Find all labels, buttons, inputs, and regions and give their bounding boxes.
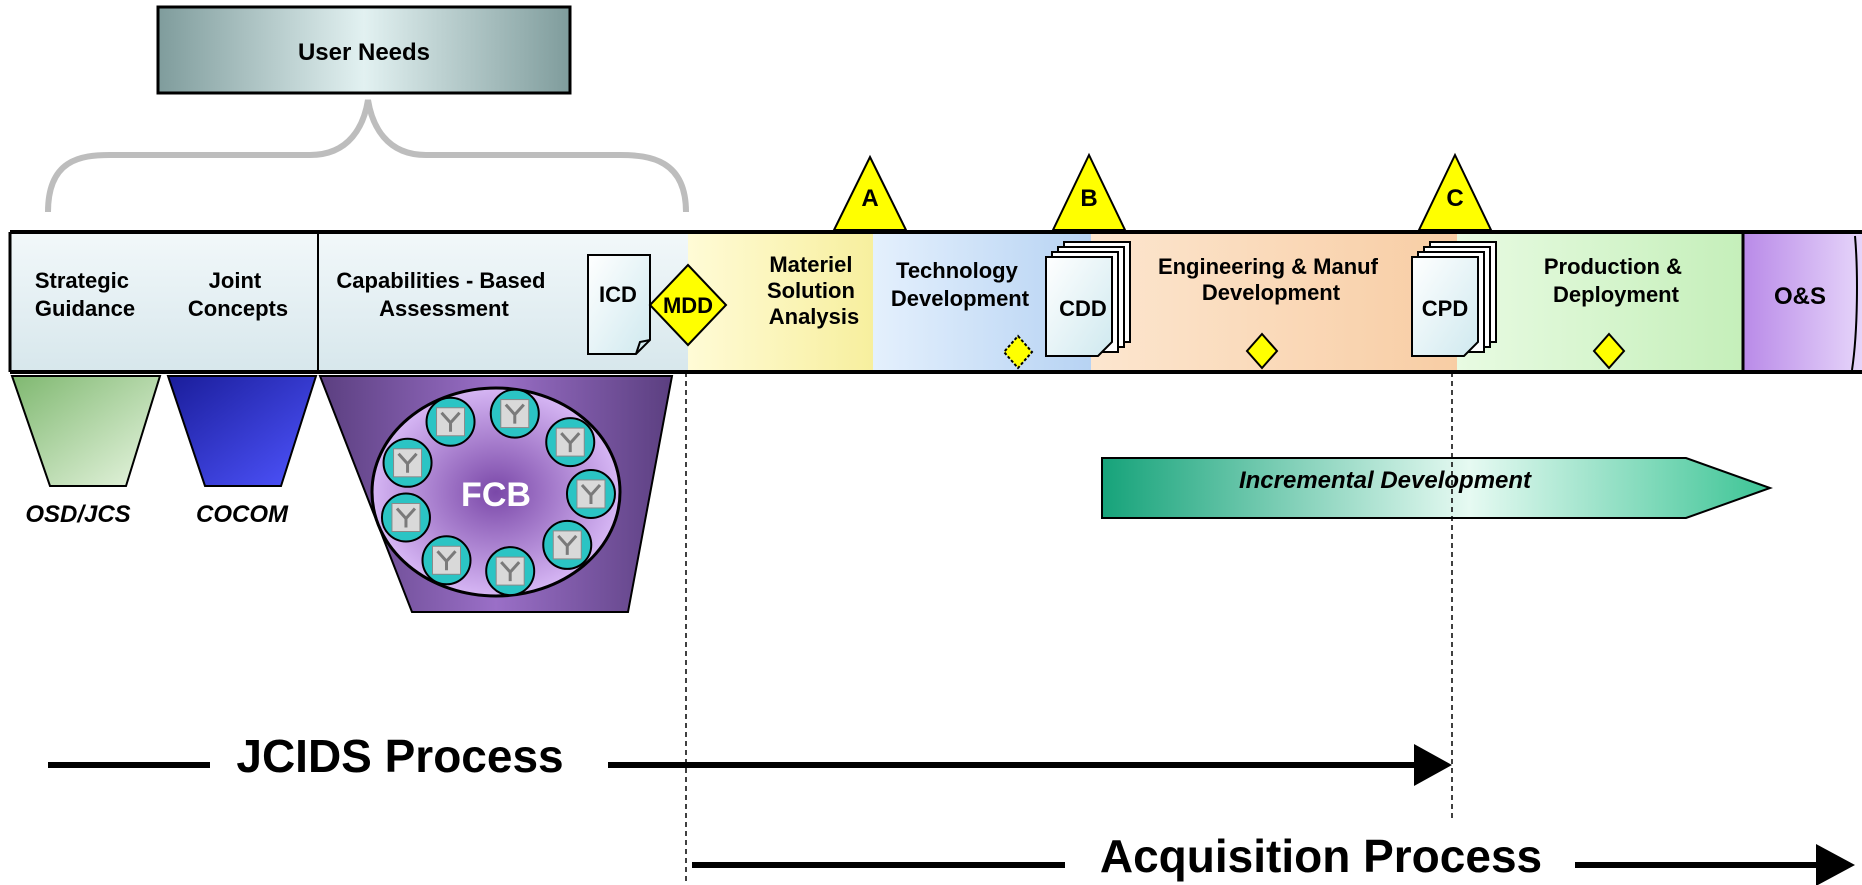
user-needs-bracket [45,99,689,213]
fcb-circle: FCB [370,386,622,598]
milestone-b: B [1051,152,1127,231]
fcb-member-seal-icon [485,546,536,597]
user-needs-label: User Needs [298,39,430,66]
osd-funnel [10,375,162,487]
fcb-member-seal-icon [421,535,472,586]
pd-review-diamond [1592,332,1626,370]
os-label: O&S [1774,283,1826,310]
milestone-a: A [832,154,908,231]
fcb-member-seal-icon [489,388,540,439]
fcb-member-seal-icon [542,519,593,570]
msa-label: Materiel Solution Analysis [767,252,861,329]
os-phase [1743,232,1862,372]
td-review-diamond [1002,334,1034,370]
mdd-decision: MDD [648,263,728,347]
cdd-document: CDD [1045,241,1131,357]
milestone-a-label: A [861,185,878,212]
fcb-member-seal-icon [565,468,616,519]
acquisition-process-label: Acquisition Process [1100,830,1542,882]
incremental-label: Incremental Development [1239,467,1532,494]
td-label: Technology Development [891,258,1030,311]
fcb-member-seal-icon [425,396,476,447]
fcb-member-seal-icon [545,417,596,468]
milestone-b-label: B [1080,185,1097,212]
incremental-development-arrow: Incremental Development [1101,457,1773,519]
jcids-process-label: JCIDS Process [236,730,563,782]
milestone-c-label: C [1446,185,1463,212]
jcids-band [10,232,688,372]
emd-label: Engineering & Manuf Development [1158,254,1384,305]
fcb-member-seal-icon [380,492,431,543]
cocom-label: COCOM [196,501,289,528]
jcids-process-arrow: JCIDS Process [48,730,1452,786]
fcb-member-seal-icon [382,437,433,488]
cba-label: Capabilities - Based Assessment [336,268,551,321]
osd-jcs-label: OSD/JCS [25,501,130,528]
acquisition-process-arrow: Acquisition Process [692,830,1855,885]
emd-review-diamond [1245,332,1279,370]
cpd-label: CPD [1422,296,1468,321]
icd-label: ICD [599,282,637,307]
pd-label: Production & Deployment [1544,254,1688,307]
fcb-member-seals [380,388,616,597]
cdd-label: CDD [1059,296,1107,321]
strategic-guidance-label: Strategic Guidance [35,268,135,321]
user-needs-box: User Needs [156,5,572,95]
milestone-c: C [1417,152,1493,231]
icd-document: ICD [587,254,651,355]
cocom-funnel [166,375,318,487]
fcb-label: FCB [461,476,531,514]
joint-concepts-label: Joint Concepts [188,268,288,321]
cpd-document: CPD [1411,241,1497,357]
mdd-label: MDD [663,293,713,318]
